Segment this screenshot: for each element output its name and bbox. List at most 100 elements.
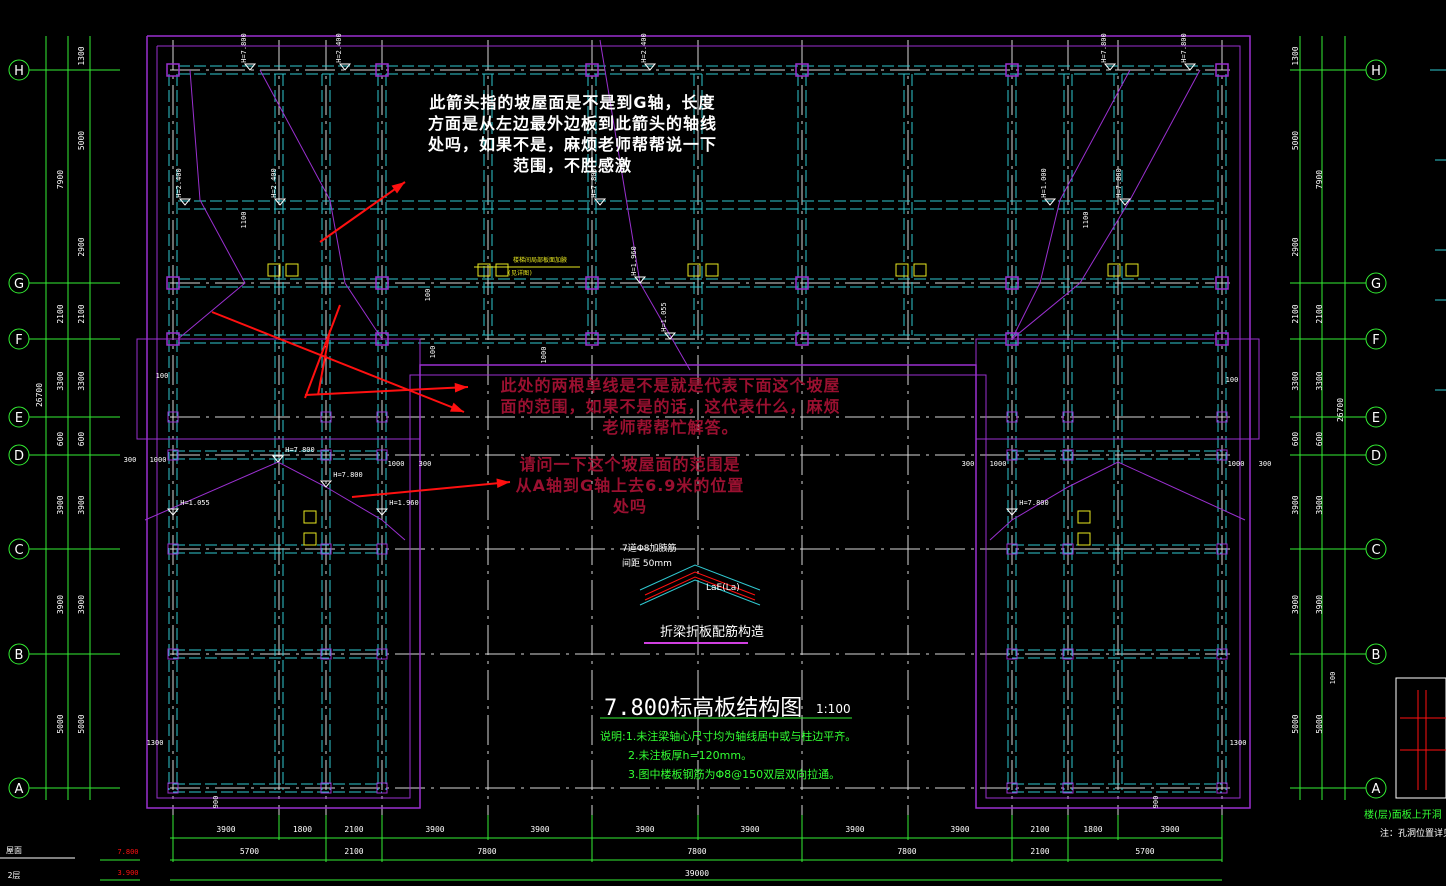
annotation-line: 范围，不胜感激	[512, 156, 632, 175]
elevation-marker-icon	[1043, 198, 1057, 206]
column	[1006, 449, 1018, 461]
column	[1216, 782, 1228, 794]
note-line: 2.未注板厚h=120mm。	[628, 749, 753, 762]
elevation-label: H=2.400	[640, 33, 648, 63]
column	[376, 782, 388, 794]
annotation-line: 处吗	[612, 497, 647, 516]
axis-label-g: G	[14, 277, 24, 292]
detail-slab-bottom	[639, 579, 761, 606]
column	[167, 543, 179, 555]
beam-label: (见详图)	[507, 269, 532, 277]
dimension-label: 1100	[1082, 212, 1090, 229]
column	[1062, 449, 1074, 461]
column	[1005, 63, 1019, 77]
dimension-label: 3900	[216, 825, 235, 834]
right-panel-frame	[1395, 677, 1446, 799]
dimension-label: 7900	[56, 170, 65, 189]
column	[1215, 276, 1229, 290]
elevation-mark: 3.900	[117, 869, 138, 877]
column	[585, 332, 599, 346]
detail-rebar	[644, 571, 756, 596]
dimension-label: 600	[77, 432, 86, 447]
column	[795, 276, 809, 290]
dimension-label: 300	[1259, 460, 1272, 468]
column	[166, 276, 180, 290]
column	[376, 543, 388, 555]
dimension-label: 7800	[477, 847, 496, 856]
drawing-scale: 1:100	[816, 702, 851, 716]
elevation-label: H=2.400	[270, 168, 278, 198]
slab-mark-icon	[285, 263, 299, 277]
detail-rebar	[644, 576, 756, 601]
slab-mark-icon	[1077, 510, 1091, 524]
axis-label-e: E	[1372, 411, 1380, 426]
slab-mark-icon	[687, 263, 701, 277]
dimension-label: 3900	[845, 825, 864, 834]
column	[1215, 63, 1229, 77]
slab-mark-icon	[495, 263, 509, 277]
slab-mark-icon	[705, 263, 719, 277]
elevation-marker-icon	[319, 480, 333, 488]
dimension-label: 3900	[77, 495, 86, 514]
column	[1005, 332, 1019, 346]
axis-label-h: H	[1371, 64, 1381, 79]
elevation-marker-icon	[338, 63, 352, 71]
elevation-marker-icon	[243, 63, 257, 71]
dimension-label: 600	[56, 432, 65, 447]
elevation-label: H=1.960	[389, 499, 419, 507]
arrowhead-icon	[391, 182, 405, 194]
annotation-line: 请问一下这个坡屋面的范围是	[519, 455, 741, 474]
elevation-marker-icon	[633, 276, 647, 284]
axis-label-c: C	[14, 543, 23, 558]
elevation-marker-icon	[178, 198, 192, 206]
dimension-label: 1000	[990, 460, 1007, 468]
column	[320, 648, 332, 660]
slab-mark-icon	[913, 263, 927, 277]
dimension-label: 3900	[1315, 495, 1324, 514]
annotation-arrow	[211, 311, 465, 413]
slope-ridge-line	[177, 69, 246, 340]
elevation-label: H=1.055	[180, 499, 210, 507]
elevation-marker-icon	[1118, 198, 1132, 206]
dimension-label: 3900	[530, 825, 549, 834]
column	[1006, 782, 1018, 794]
annotation-line: 此箭头指的坡屋面是不是到G轴，长度	[429, 93, 716, 112]
axis-label-d: D	[1371, 449, 1381, 464]
dimension-label: 3900	[1291, 495, 1300, 514]
elevation-label: H=2.400	[335, 33, 343, 63]
dimension-label: 3900	[56, 495, 65, 514]
dimension-label: 2100	[1291, 304, 1300, 323]
column	[375, 63, 389, 77]
column	[1006, 411, 1018, 423]
column	[320, 782, 332, 794]
column	[1216, 449, 1228, 461]
slab-outline-right-wing	[975, 338, 1260, 440]
annotation-question-1: 此箭头指的坡屋面是不是到G轴，长度 方面是从左边最外边板到此箭头的轴线 处吗，如…	[405, 92, 740, 176]
dimension-label: 1300	[77, 46, 86, 65]
dimension-label: 7800	[897, 847, 916, 856]
column	[320, 411, 332, 423]
dimension-label: 1300	[1230, 739, 1247, 747]
dimension-label: 1800	[1083, 825, 1102, 834]
dimension-label: 300	[962, 460, 975, 468]
dimension-label: 5000	[56, 714, 65, 733]
annotation-arrow	[319, 181, 406, 243]
arrowhead-icon	[454, 382, 468, 393]
slope-ridge-line	[989, 461, 1246, 541]
detail-spacing: 间距 50mm	[622, 559, 672, 569]
dimension-label: 100	[1329, 672, 1337, 685]
dimension-label: 2900	[77, 237, 86, 256]
dimension-label: 3300	[77, 371, 86, 390]
slab-mark-icon	[303, 532, 317, 546]
elevation-marker-icon	[643, 63, 657, 71]
dimension-label: 100	[156, 372, 169, 380]
dimension-label: 2100	[344, 847, 363, 856]
column	[1006, 648, 1018, 660]
dimension-label: 1000	[540, 347, 548, 364]
detail-anchor: LaE(La)	[706, 583, 740, 593]
slab-mark-icon	[267, 263, 281, 277]
dimension-label: 1300	[1291, 46, 1300, 65]
slope-ridge-line	[599, 39, 691, 371]
dimension-label: 7800	[687, 847, 706, 856]
